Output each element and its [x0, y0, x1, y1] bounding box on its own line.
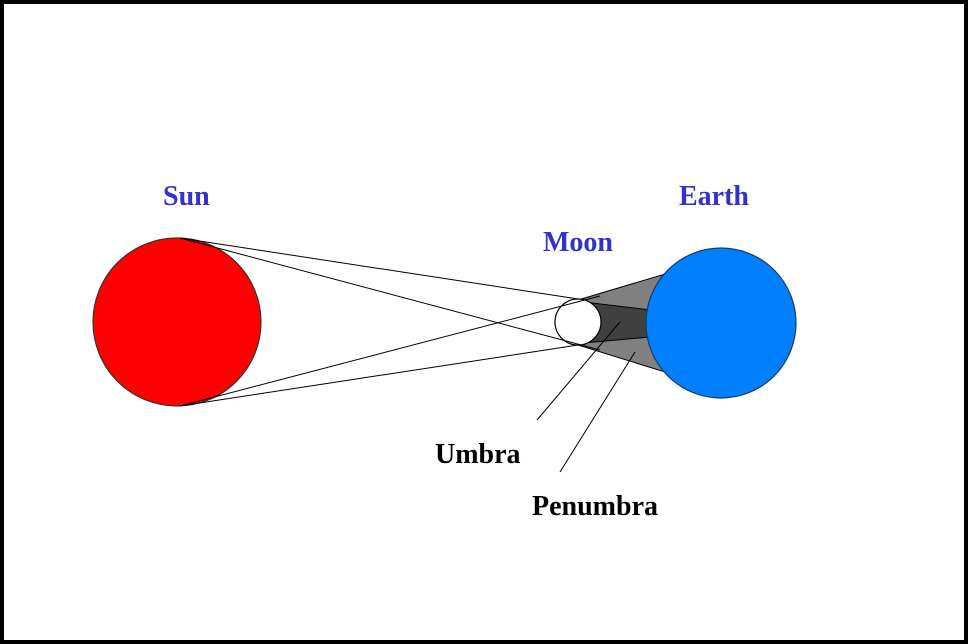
moon-label: Moon: [543, 227, 613, 258]
ray-sun-top-moon-top: [179, 237, 579, 300]
penumbra-pointer-line: [559, 351, 636, 473]
earth-body: [645, 247, 797, 399]
penumbra-label: Penumbra: [532, 491, 658, 522]
light-rays: [179, 237, 636, 473]
umbra-label: Umbra: [435, 439, 521, 470]
sun-body: [92, 237, 262, 407]
ray-sun-bottom-moon-bottom: [179, 344, 579, 407]
sun-label: Sun: [163, 181, 210, 212]
ray-sun-top-moon-bottom: [179, 237, 601, 351]
ray-sun-bottom-moon-top: [179, 295, 601, 407]
umbra-pointer-line: [536, 321, 621, 421]
earth-label: Earth: [679, 181, 749, 212]
